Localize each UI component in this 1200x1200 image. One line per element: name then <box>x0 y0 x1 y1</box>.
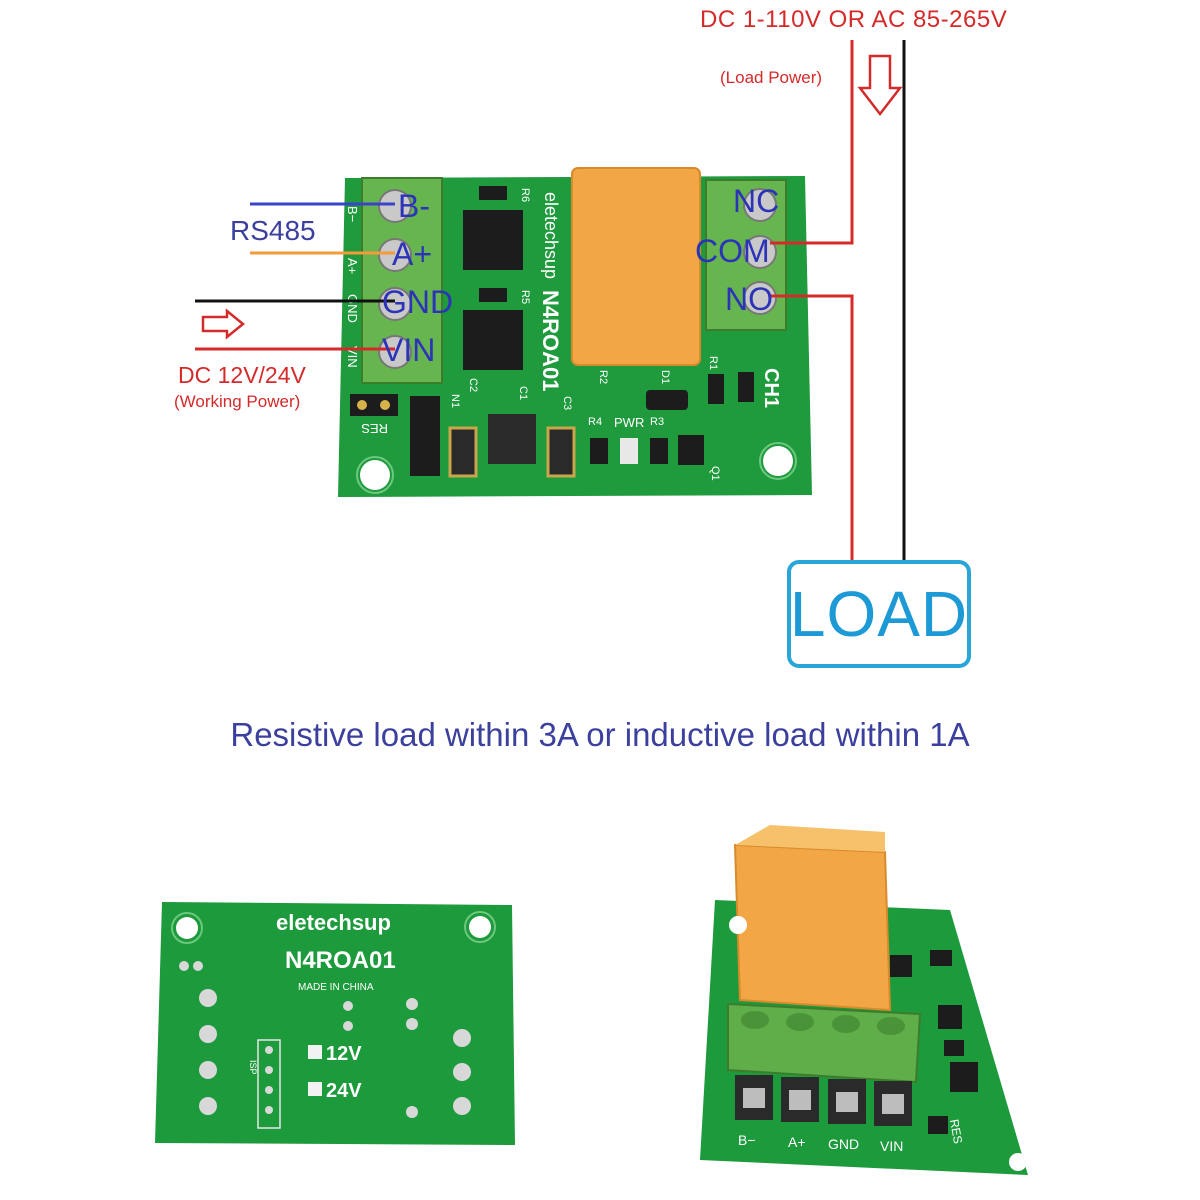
wires <box>195 40 906 560</box>
load-power-sublabel: (Load Power) <box>720 68 823 87</box>
bottom-24v: 24V <box>326 1080 362 1102</box>
top-pwr: PWR <box>614 415 644 430</box>
part-c1: C1 <box>517 386 529 400</box>
top-pcb-board <box>338 167 812 497</box>
angled-res: RES <box>947 1118 965 1145</box>
load-note: Resistive load within 3A or inductive lo… <box>230 716 970 753</box>
part-d1: D1 <box>659 370 671 384</box>
angled-pcb-board: B− A+ GND VIN RES <box>700 825 1028 1175</box>
bottom-made-in: MADE IN CHINA <box>298 982 374 993</box>
terminal-label-vin: VIN <box>382 332 436 368</box>
terminal-label-com: COM <box>695 233 770 269</box>
part-c2: C2 <box>467 378 479 392</box>
arrow-right-icon <box>201 308 245 340</box>
angled-term-vin: VIN <box>880 1138 903 1154</box>
angled-term-a: A+ <box>788 1134 806 1150</box>
working-power-label: DC 12V/24V <box>178 362 306 388</box>
terminal-label-nc: NC <box>733 183 780 219</box>
top-brand: eletechsup <box>541 192 561 279</box>
side-vin: VIN <box>345 346 360 368</box>
part-r1: R1 <box>707 356 719 370</box>
relay-angled <box>733 843 892 1012</box>
terminal-label-a: A+ <box>392 236 433 272</box>
part-c3: C3 <box>561 396 573 410</box>
part-n1: N1 <box>449 394 461 408</box>
rs485-label: RS485 <box>230 215 316 246</box>
side-gnd: GND <box>345 294 360 323</box>
side-b: B− <box>345 206 360 222</box>
bottom-isp: ISP <box>248 1060 258 1075</box>
part-r5: R5 <box>519 290 531 304</box>
part-r2: R2 <box>597 370 609 384</box>
side-a: A+ <box>345 258 360 274</box>
terminal-label-no: NO <box>725 281 773 317</box>
arrow-down-icon <box>857 54 903 117</box>
top-channel: CH1 <box>760 368 782 408</box>
load-box: LOAD <box>787 560 971 668</box>
load-power-header: DC 1-110V OR AC 85-265V <box>700 6 1008 33</box>
bottom-pcb-board: eletechsup N4ROA01 MADE IN CHINA 12V 24V… <box>155 902 515 1145</box>
bottom-brand: eletechsup <box>276 910 391 935</box>
angled-term-gnd: GND <box>828 1136 859 1152</box>
top-board-silkscreen: eletechsup N4ROA01 CH1 PWR RES R6 R5 C1 … <box>345 188 782 481</box>
top-res: RES <box>361 421 388 436</box>
part-r4: R4 <box>588 416 602 428</box>
part-r6: R6 <box>519 188 531 202</box>
part-r3: R3 <box>650 416 664 428</box>
terminal-label-gnd: GND <box>382 284 454 320</box>
terminal-label-b: B- <box>398 188 430 224</box>
part-q1: Q1 <box>709 466 721 481</box>
relay-top <box>571 167 701 366</box>
bottom-model: N4ROA01 <box>285 947 396 974</box>
load-label: LOAD <box>789 578 969 650</box>
working-power-sublabel: (Working Power) <box>174 392 301 411</box>
top-model: N4ROA01 <box>538 290 563 391</box>
bottom-12v: 12V <box>326 1043 362 1065</box>
angled-term-b: B− <box>738 1132 756 1148</box>
